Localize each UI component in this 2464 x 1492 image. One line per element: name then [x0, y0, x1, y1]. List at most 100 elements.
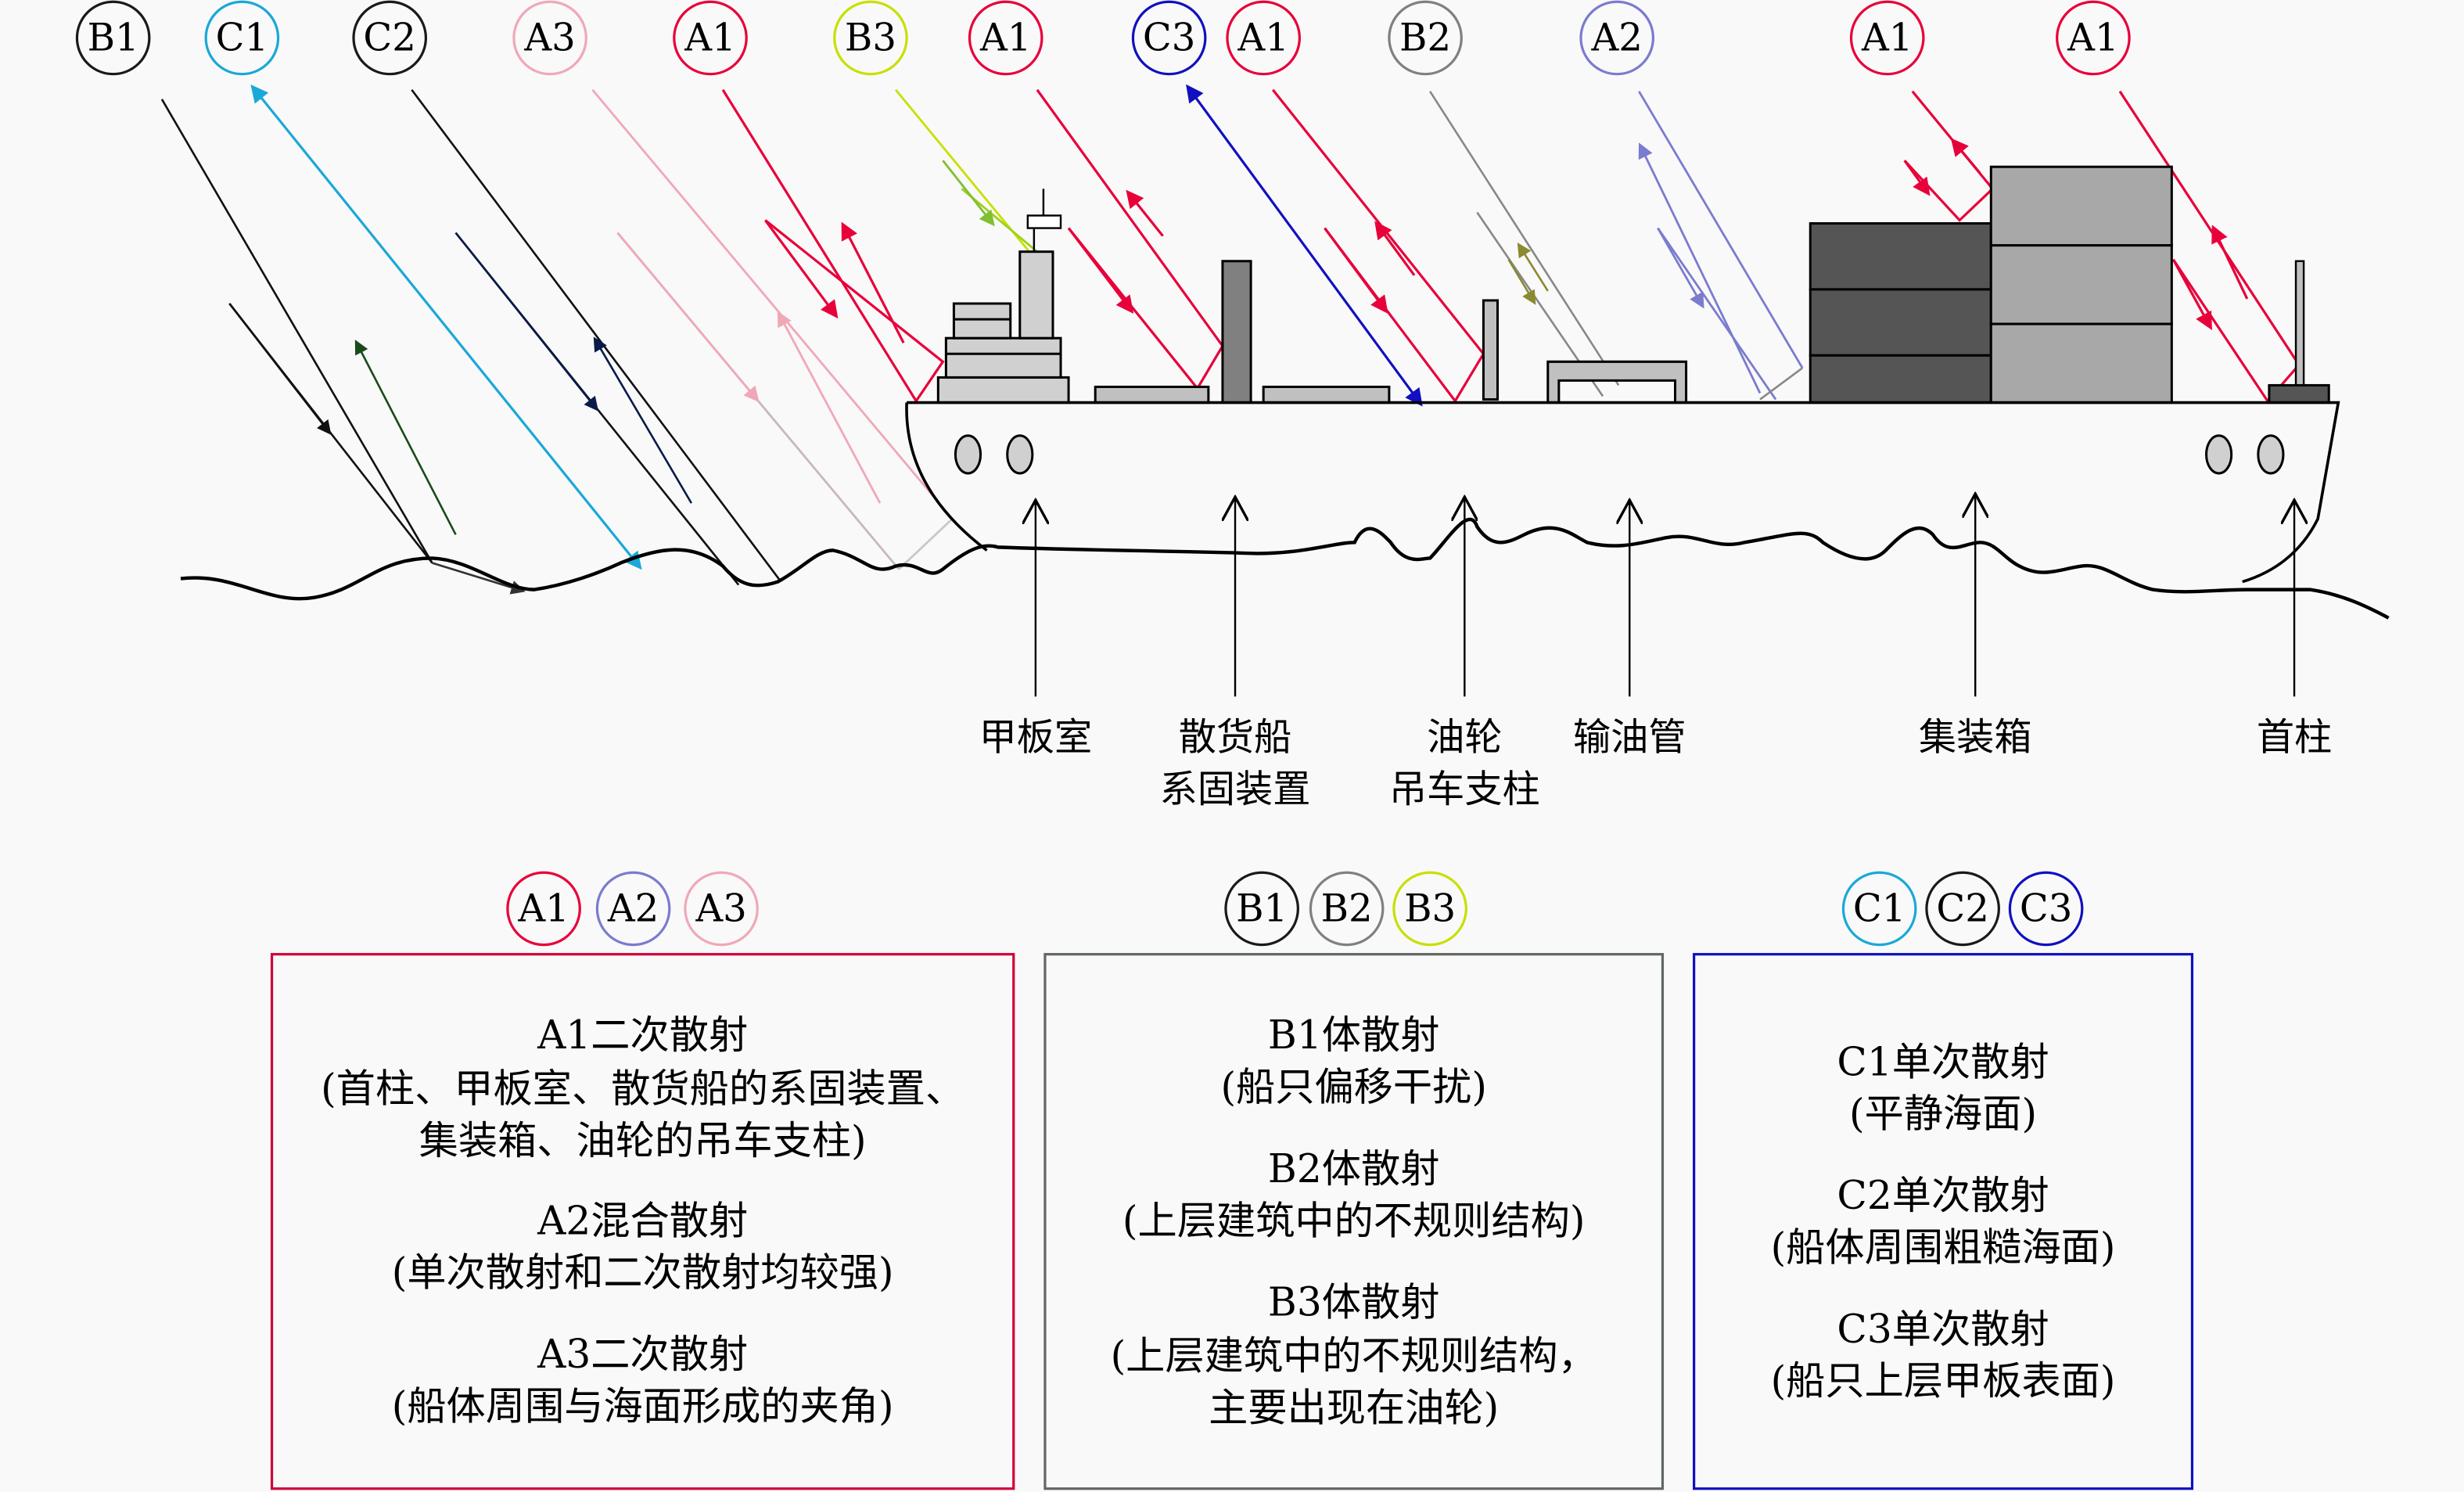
bulk-deck-plate-1 [1094, 385, 1210, 404]
ray-b2-arrow [1517, 242, 1549, 292]
legend-text-line: B2体散射 [1268, 1145, 1440, 1192]
bulk-deck-plate-2 [1262, 385, 1391, 404]
ray-a1-deckhouse-arrow-up [841, 221, 905, 343]
tag-label: C2 [1936, 886, 1989, 930]
ray-b1-arrow [228, 303, 332, 435]
legend-text-line: C3单次散射 [1837, 1306, 2049, 1352]
ray-a1-deckhouse [721, 88, 945, 404]
tag-label: A2 [1590, 16, 1642, 60]
ray-b3-a [895, 88, 1030, 253]
legend-tag-b3: B3 [1392, 871, 1467, 947]
ray-a3-arrow [616, 232, 760, 403]
legend-text-line: (船体周围粗糙海面) [1771, 1224, 2116, 1270]
ship-part-label: 集装箱 [1919, 716, 2032, 760]
tag-circle [595, 871, 671, 947]
ray-b1-up [354, 340, 457, 535]
porthole [1006, 434, 1034, 475]
ray-c2-arrow-up [593, 336, 693, 504]
tag-label: B1 [88, 16, 139, 60]
ray-a1-container-arrow [1903, 160, 1931, 196]
ray-b2-arrow2 [1507, 259, 1536, 305]
ray-a1-bulk [1036, 88, 1224, 391]
top-tag-a1: A1 [673, 0, 748, 76]
ray-a1-bulk-arrow-up [1126, 189, 1164, 237]
legend-box [270, 953, 1015, 1490]
tag-label: B1 [1236, 886, 1288, 930]
ray-c2-a [411, 88, 782, 583]
crane-post [1482, 299, 1500, 401]
legend-tag-c1: C1 [1841, 871, 1917, 947]
deckhouse-block [952, 302, 1012, 340]
top-tag-a1: A1 [1226, 0, 1301, 76]
tag-circle [75, 0, 151, 76]
tag-circle [1925, 871, 2000, 947]
ray-a1-container-arrow-up [1950, 138, 1981, 174]
ray-a2-arrow [1657, 227, 1704, 309]
tag-circle [512, 0, 587, 76]
container-light-3 [1989, 165, 2173, 247]
bow-post [2294, 260, 2305, 388]
tag-circle [2008, 871, 2084, 947]
container-dark-3 [1808, 222, 1992, 291]
top-tag-a1: A1 [968, 0, 1043, 76]
legend-text-line: (首柱、甲板室、散货船的系固装置、 [321, 1066, 964, 1112]
top-tag-a1: A1 [1849, 0, 1925, 76]
ship-part-label: 吊车支柱 [1389, 768, 1540, 811]
ship-part-label: 输油管 [1573, 716, 1686, 760]
container-light-2 [1989, 244, 2173, 325]
ray-b1-in [160, 99, 433, 564]
legend-text-line: (船只上层甲板表面) [1771, 1357, 2116, 1404]
tag-label: B2 [1399, 16, 1451, 60]
legend-tag-c3: C3 [2008, 871, 2084, 947]
tag-label: A3 [523, 16, 575, 60]
tag-label: B3 [845, 16, 896, 60]
tag-label: A1 [684, 16, 735, 60]
tag-circle [352, 0, 428, 76]
porthole [2257, 434, 2285, 475]
tag-circle [1392, 871, 1467, 947]
ray-a2-bounce [1759, 367, 1804, 401]
ray-a1-tanker-arrow-up [1374, 221, 1416, 276]
ray-a3-a [591, 88, 954, 520]
tag-label: A1 [979, 16, 1031, 60]
tag-circle [684, 871, 759, 947]
legend-tag-b1: B1 [1224, 871, 1299, 947]
container-dark-1 [1808, 354, 1992, 404]
tag-circle [1226, 0, 1301, 76]
legend-text-line: (单次散射和二次散射均较强) [392, 1249, 894, 1296]
ray-b1-arrow2 [432, 562, 526, 595]
tag-label: A2 [607, 886, 659, 930]
sea-surface [180, 517, 2390, 620]
top-tag-a1: A1 [2056, 0, 2131, 76]
porthole [954, 434, 982, 475]
tag-circle [968, 0, 1043, 76]
ray-a2-b [1657, 227, 1777, 401]
ray-a3-bounce [898, 518, 954, 570]
tag-label: A1 [517, 886, 569, 930]
legend-text-line: 集装箱、油轮的吊车支柱) [419, 1117, 867, 1163]
ray-c2-arrow [454, 232, 599, 412]
ray-a1-container [1903, 90, 1995, 222]
legend-text-line: (船只偏移干扰) [1220, 1064, 1487, 1110]
ship-part-label: 油轮 [1427, 716, 1502, 760]
top-tag-b3: B3 [833, 0, 908, 76]
ship [905, 165, 2340, 584]
tag-circle [1849, 0, 1925, 76]
ship-part-label: 系固装置 [1160, 768, 1311, 811]
top-tag-a2: A2 [1579, 0, 1654, 76]
tag-label: A1 [1237, 16, 1288, 60]
top-tag-b2: B2 [1388, 0, 1463, 76]
top-tag-a3: A3 [512, 0, 587, 76]
tag-label: C3 [2020, 886, 2073, 930]
legend-text-line: (上层建筑中的不规则结构， [1111, 1332, 1597, 1379]
tag-circle [1388, 0, 1463, 76]
ship-part-label: 散货船 [1179, 716, 1292, 760]
tag-label: C1 [1853, 886, 1906, 930]
tag-circle [1224, 871, 1299, 947]
legend-text-line: C1单次散射 [1837, 1038, 2049, 1084]
container-dark-2 [1808, 288, 1992, 357]
tag-circle [1131, 0, 1207, 76]
